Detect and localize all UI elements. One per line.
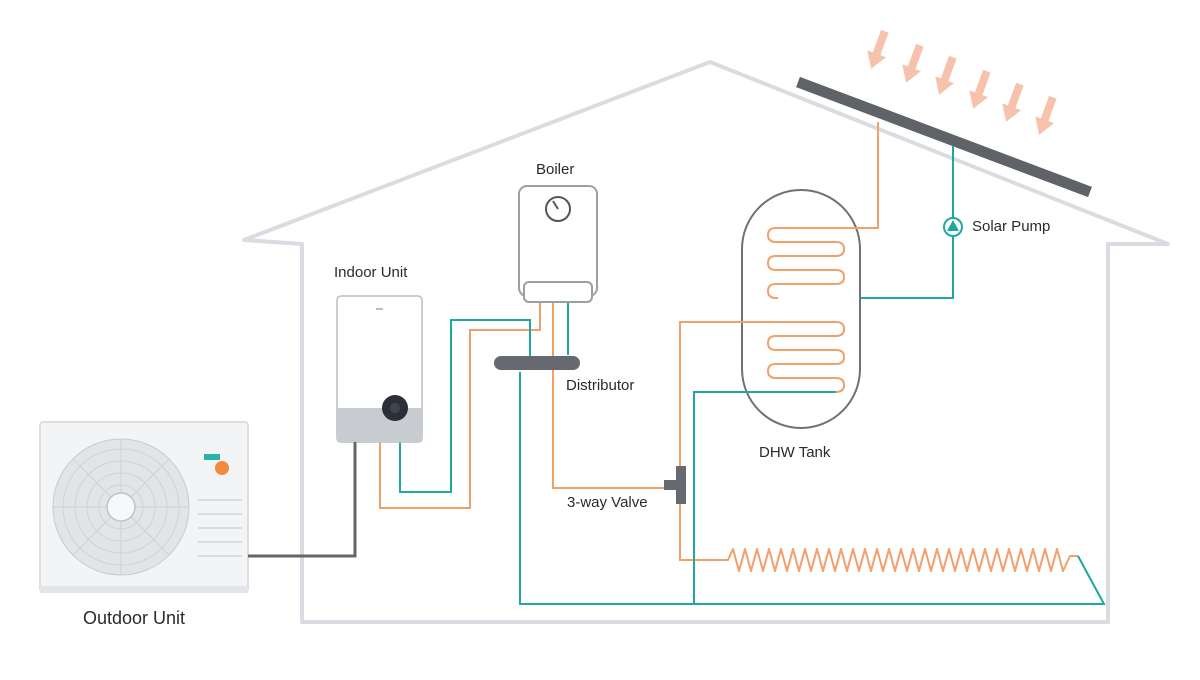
- dhw-tank: [741, 189, 861, 429]
- distributor-label: Distributor: [566, 377, 635, 394]
- three-way-valve: [664, 466, 686, 504]
- distributor: [494, 356, 580, 370]
- solar-panel: [796, 76, 1092, 198]
- dhw-tank-label: DHW Tank: [759, 444, 831, 461]
- boiler: [518, 185, 598, 303]
- indoor-unit: [336, 295, 423, 443]
- solar-pump-label: Solar Pump: [972, 218, 1051, 235]
- pump-icon: [943, 217, 963, 237]
- pressure-gauge-icon: [545, 196, 571, 222]
- dhw-solar-coil: [766, 227, 858, 299]
- three-way-valve-label: 3-way Valve: [567, 494, 648, 511]
- sun-rays-icon: [867, 29, 1057, 135]
- fan-icon: [52, 438, 190, 576]
- solar-hot-pipe: [858, 122, 879, 229]
- return-pipes: [399, 296, 1106, 605]
- outdoor-unit-label: Outdoor Unit: [83, 608, 186, 628]
- house-outline: [242, 60, 1170, 624]
- boiler-label: Boiler: [536, 161, 575, 178]
- dhw-heat-pump-coil: [766, 321, 846, 393]
- indoor-unit-label: Indoor Unit: [334, 264, 408, 281]
- interconnect-cable: [248, 442, 357, 558]
- underfloor-heating-coil: [720, 548, 1078, 572]
